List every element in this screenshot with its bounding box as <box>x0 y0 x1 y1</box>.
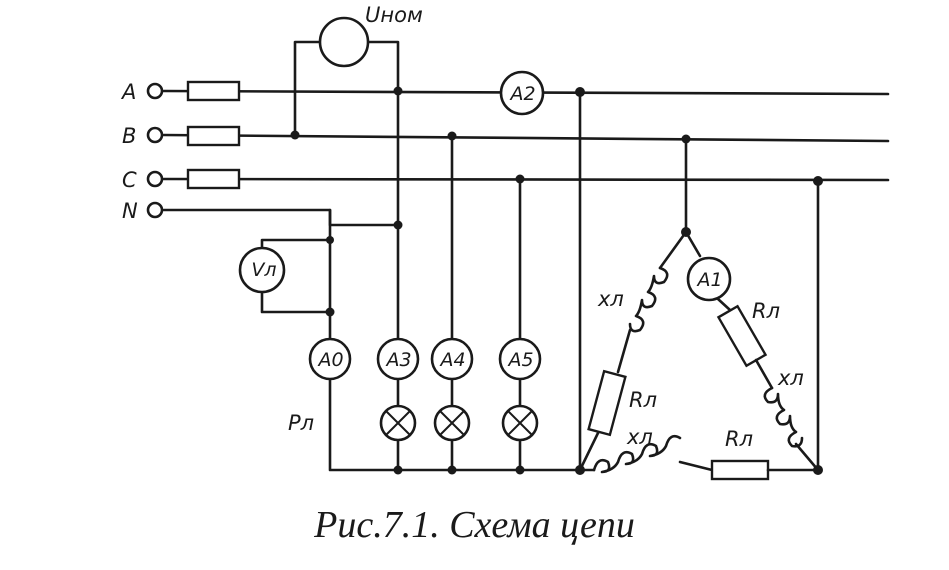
junction-dot <box>575 465 585 475</box>
junction-dot <box>515 174 525 184</box>
terminal-c-label: C <box>122 168 137 192</box>
power-label: Pл <box>288 411 314 435</box>
voltmeter-phase-lead-left <box>293 40 322 137</box>
junction-dot <box>393 465 403 475</box>
junction-dot <box>681 134 691 144</box>
inductor-ab <box>628 266 669 333</box>
terminal-a <box>146 82 164 100</box>
delta-right-wire-4 <box>794 442 820 472</box>
circuit-diagram: A B C N Uном Vл A0 Pл A3 <box>120 3 890 481</box>
ammeter-a4-label: A4 <box>438 349 465 371</box>
ammeter-a2-circle <box>499 70 545 116</box>
lamp-a-cross <box>385 410 411 436</box>
ammeter-a5-circle <box>498 337 542 381</box>
label-x-ca: xл <box>626 425 653 449</box>
voltmeter-phase-label: Uном <box>365 3 423 27</box>
terminal-n-label: N <box>122 199 138 223</box>
junction-dot <box>515 465 525 475</box>
junction-dot <box>681 227 691 237</box>
junction-dot <box>290 130 300 140</box>
ammeter-a2-label: A2 <box>508 83 535 105</box>
delta-left-wire-3 <box>578 431 600 472</box>
delta-right-wire-2 <box>716 297 732 312</box>
label-x-ab: xл <box>597 287 624 311</box>
fuse-b <box>186 125 241 147</box>
label-r-bc: Rл <box>752 299 780 323</box>
voltmeter-line-label: Vл <box>251 259 276 281</box>
ammeter-a0-circle <box>308 337 352 381</box>
lamp-b-cross <box>439 410 465 436</box>
neutral-wire <box>162 208 400 227</box>
delta-right-wire-3 <box>754 358 774 390</box>
star-bottom-wire <box>328 376 582 472</box>
voltmeter-phase-lead-right <box>366 40 400 93</box>
delta-left-wire-2 <box>616 328 632 374</box>
terminal-b <box>146 126 164 144</box>
ammeter-a3-label: A3 <box>384 349 411 371</box>
line-c-wire <box>162 177 890 182</box>
junction-dot <box>813 176 823 186</box>
inductor-ca <box>592 434 682 474</box>
voltmeter-line-lead-top <box>260 238 332 250</box>
junction-dots <box>290 86 823 475</box>
junction-dot <box>813 465 823 475</box>
label-r-ca: Rл <box>725 427 753 451</box>
ammeter-a3-circle <box>376 337 420 381</box>
terminal-c <box>146 170 164 188</box>
delta-load: A2 xл Rл A1 Rл xл xл Rл <box>499 70 820 481</box>
ammeter-a1-label: A1 <box>695 269 722 291</box>
delta-bottom-wire-2 <box>678 460 714 472</box>
ammeter-a0-label: A0 <box>316 349 343 371</box>
voltmeter-phase-circle <box>318 16 370 68</box>
voltmeter-line-lead-bottom <box>260 290 332 314</box>
delta-left-wire-1 <box>658 230 688 270</box>
junction-dot <box>325 307 335 317</box>
fuse-a <box>186 80 241 102</box>
junction-dot <box>393 220 403 230</box>
resistor-ab <box>587 369 627 437</box>
inductor-bc <box>763 386 804 448</box>
junction-dot <box>447 131 457 141</box>
fuse-c <box>186 168 241 190</box>
ammeter-a5-label: A5 <box>506 349 533 371</box>
figure-caption: Рис.7.1. Схема цепи <box>314 504 635 546</box>
junction-dot <box>393 86 403 96</box>
junction-dot <box>447 465 457 475</box>
terminal-b-label: B <box>122 124 136 148</box>
resistor-ca <box>710 459 770 481</box>
junction-dot <box>326 236 334 244</box>
voltmeter-line-circle <box>238 246 286 294</box>
label-r-ab: Rл <box>629 388 657 412</box>
terminal-n <box>146 201 164 219</box>
terminal-a-label: A <box>120 80 136 104</box>
junction-dot <box>575 87 585 97</box>
input-terminals: A B C N <box>120 80 164 223</box>
star-load: Vл A0 Pл A3 A4 A5 <box>238 89 582 472</box>
fuses <box>186 80 241 190</box>
line-b-wire <box>162 133 890 143</box>
lamp-c-cross <box>507 410 533 436</box>
ammeter-a4-circle <box>430 337 474 381</box>
voltmeter-phase: Uном <box>293 3 423 137</box>
ammeter-a1-circle <box>686 256 732 302</box>
label-x-bc: xл <box>777 366 804 390</box>
